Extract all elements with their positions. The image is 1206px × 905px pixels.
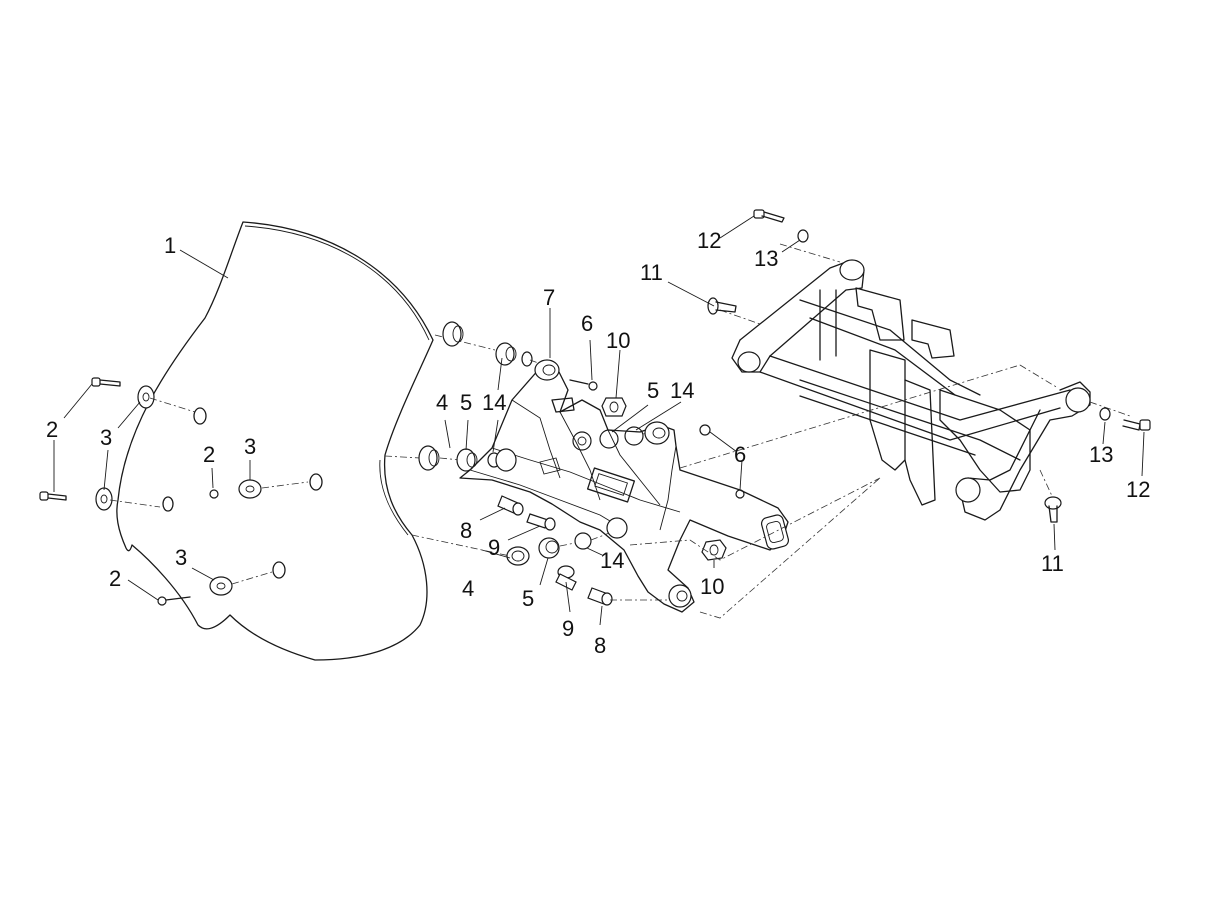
nut-10-lower xyxy=(701,539,727,561)
callout-4-middle: 4 xyxy=(436,390,448,415)
washer-3-middle xyxy=(238,479,262,499)
spacer-5-middle xyxy=(456,448,478,472)
callout-5-middle: 5 xyxy=(460,390,472,415)
washer-14-lower xyxy=(574,532,592,550)
grommet-4-upper xyxy=(442,321,464,347)
spacer-5-upper xyxy=(495,342,517,366)
callout-2-upper: 2 xyxy=(46,417,58,442)
grommet-4-lower xyxy=(506,546,530,566)
callout-14-middle: 14 xyxy=(482,390,506,415)
screw-6-right xyxy=(699,424,711,436)
callout-12-lower: 12 xyxy=(1126,477,1150,502)
screw-2-middle xyxy=(209,489,219,499)
washer-3-bottom xyxy=(209,576,233,596)
callout-2-middle: 2 xyxy=(203,442,215,467)
washer-14-right-b xyxy=(624,426,644,446)
callout-3-middle: 3 xyxy=(244,434,256,459)
callout-6-right: 6 xyxy=(734,442,746,467)
callout-1: 1 xyxy=(164,233,176,258)
spacer-5-lower xyxy=(538,537,560,559)
screw-2-upper xyxy=(91,377,121,387)
washer-3-lower-left xyxy=(95,487,113,511)
front-subframe xyxy=(629,243,1131,619)
callout-12-upper: 12 xyxy=(697,228,721,253)
callout-9-lower: 9 xyxy=(562,616,574,641)
leader-lines xyxy=(53,215,1145,626)
bolt-11-upper xyxy=(707,297,737,315)
callout-10-lower: 10 xyxy=(700,574,724,599)
frame-fasteners xyxy=(707,209,1151,523)
rubber-mounts xyxy=(384,321,745,606)
callout-10-upper: 10 xyxy=(606,328,630,353)
screw-2-lower-left xyxy=(39,491,67,501)
pin-9-lower xyxy=(555,565,577,591)
grommet-4-middle xyxy=(418,445,440,471)
pin-9-upper xyxy=(526,513,556,531)
callout-8-upper: 8 xyxy=(460,518,472,543)
bolt-12-upper xyxy=(753,209,785,223)
callout-11-upper: 11 xyxy=(640,260,663,285)
bolt-12-lower xyxy=(1122,419,1151,431)
callout-14-right: 14 xyxy=(670,378,694,403)
callout-5-lower: 5 xyxy=(522,586,534,611)
bushing-8-upper xyxy=(497,495,524,516)
callout-9-upper: 9 xyxy=(488,535,500,560)
callout-5-right: 5 xyxy=(647,378,659,403)
callout-11-lower: 11 xyxy=(1041,551,1064,576)
bolt-11-lower xyxy=(1044,496,1062,523)
callout-14-lower: 14 xyxy=(600,548,624,573)
callout-labels: 1 2 2 2 3 3 3 3 4 4 5 5 5 6 6 7 8 8 9 9 … xyxy=(46,228,1150,658)
washer-13-upper xyxy=(797,229,809,243)
support-bracket xyxy=(459,359,790,613)
callout-7: 7 xyxy=(543,285,555,310)
screw-2-bottom xyxy=(157,596,191,606)
nut-10-upper xyxy=(601,397,627,417)
callout-13-upper: 13 xyxy=(754,246,778,271)
bushing-8-lower xyxy=(587,587,613,606)
callout-3-bottom: 3 xyxy=(175,545,187,570)
washer-13-lower xyxy=(1099,407,1111,421)
windshield-fasteners xyxy=(39,377,323,606)
callout-3-left: 3 xyxy=(100,425,112,450)
washer-3-upper xyxy=(137,385,155,409)
screw-6-upper xyxy=(569,379,598,391)
callout-4-lower: 4 xyxy=(462,576,474,601)
callout-6-upper: 6 xyxy=(581,311,593,336)
windshield xyxy=(116,221,434,661)
callout-8-lower: 8 xyxy=(594,633,606,658)
callout-2-bottom: 2 xyxy=(109,566,121,591)
callout-13-lower: 13 xyxy=(1089,442,1113,467)
